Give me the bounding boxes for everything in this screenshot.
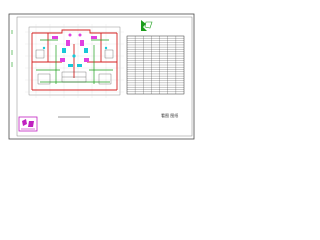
fixtures-cyan [42,46,108,67]
legend-stamp [18,116,38,132]
room-details [35,49,114,85]
inner-frame [16,16,193,137]
door-window-schedule-table [126,35,185,95]
drawing-caption: 看图 图纸 [161,113,179,118]
cad-drawing-sheet [0,0,202,144]
walls-red [31,29,118,91]
north-mark [141,20,153,31]
floor-plan [25,24,124,118]
plan-outline [28,26,121,96]
fixtures-pink [52,33,97,62]
outer-frame [8,13,195,140]
